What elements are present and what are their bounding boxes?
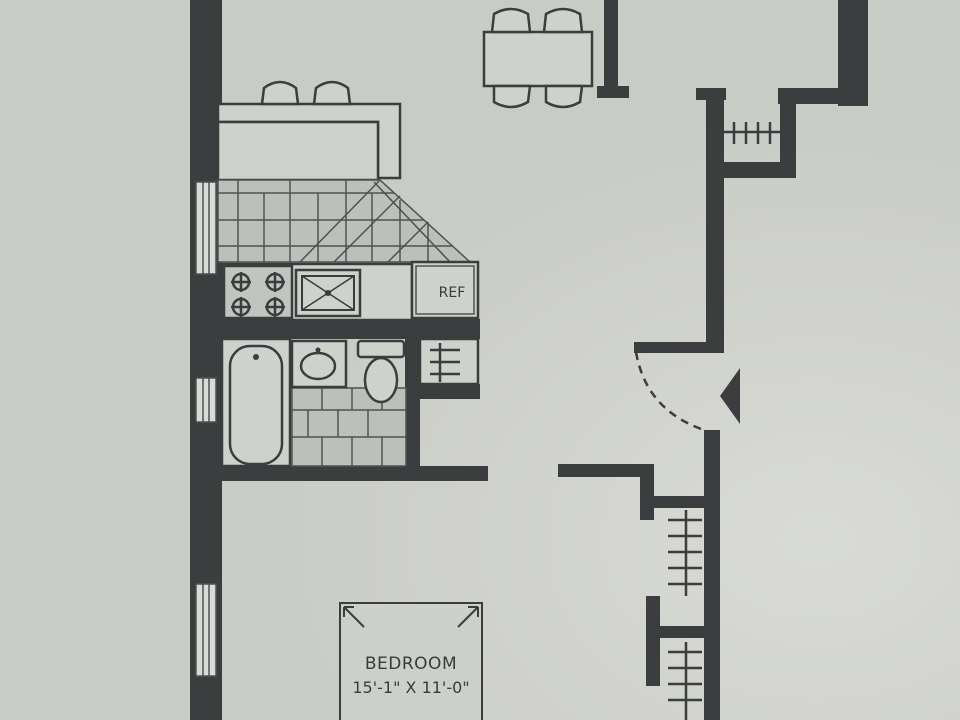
wall-bath-bedroom — [222, 466, 488, 481]
refrigerator — [410, 260, 480, 320]
dining-chair-3 — [492, 84, 532, 109]
bedroom-size-label: 15'-1" X 11'-0" — [352, 678, 469, 697]
stove — [222, 264, 294, 320]
wall-dining-corner-v — [604, 0, 618, 96]
refrigerator-label: REF — [439, 285, 466, 301]
wall-closet-right — [780, 88, 796, 174]
toilet — [356, 339, 406, 404]
kitchen-sink — [294, 268, 362, 318]
wall-door-jamb — [634, 342, 724, 353]
dining-chair-4 — [544, 84, 584, 109]
wall-closet-lower-left — [646, 596, 660, 686]
bathtub — [220, 337, 292, 468]
bedroom-name-label: BEDROOM — [365, 654, 457, 674]
window-middle — [195, 377, 217, 423]
wall-closet-bottom — [410, 384, 480, 399]
wall-corridor-left — [640, 464, 654, 520]
wall-corridor-right — [704, 430, 720, 720]
wall-dining-corner-h — [597, 86, 629, 98]
closet-corridor-1 — [668, 510, 702, 596]
closet-upper-right — [716, 122, 782, 144]
dining-chair-2 — [542, 7, 584, 34]
wall-corridor-top — [558, 464, 652, 477]
entry-arrow-icon — [720, 368, 740, 424]
walls — [190, 0, 868, 720]
bar-stool-2 — [312, 80, 352, 106]
wall-kitchen-bath — [222, 319, 480, 339]
window-lower — [195, 583, 217, 677]
wall-hall-upper — [706, 88, 724, 346]
bar-stools — [260, 80, 352, 106]
dining-chair-1 — [490, 7, 532, 34]
bathroom-sink — [290, 339, 348, 389]
wall-top-right-h — [778, 88, 868, 104]
closet-corridor-2 — [668, 642, 702, 720]
dining-table — [482, 30, 594, 88]
window-upper — [195, 181, 217, 275]
bar-stool-1 — [260, 80, 300, 106]
wall-closet-bottom-right — [706, 162, 796, 178]
bedroom-rug — [339, 602, 483, 720]
windows — [195, 181, 217, 677]
dining-chairs — [490, 7, 584, 109]
wall-closet-lower-divider — [646, 626, 720, 638]
wall-bath-right — [405, 339, 420, 469]
breakfast-bar — [216, 102, 402, 182]
linen-closet — [418, 337, 480, 386]
wall-closet-divider — [640, 496, 720, 508]
